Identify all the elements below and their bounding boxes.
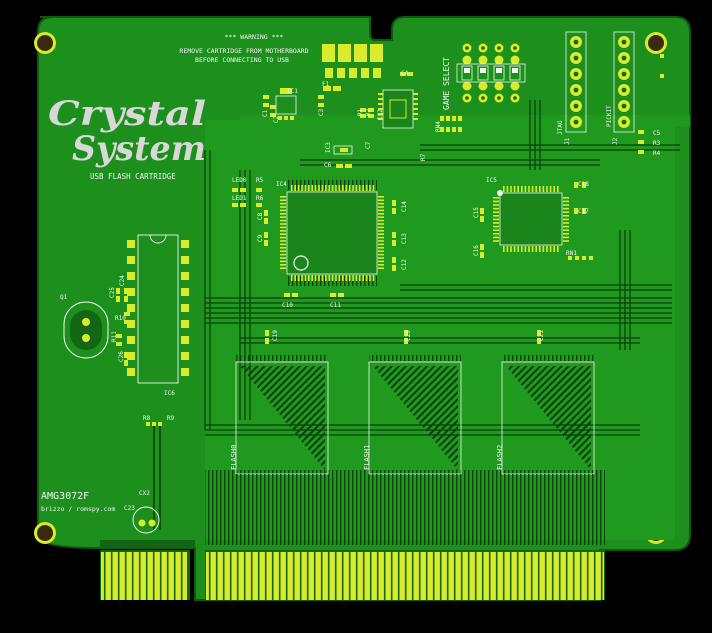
svg-text:R9: R9: [167, 415, 175, 422]
ic5-pins: [493, 186, 569, 252]
svg-text:C16: C16: [473, 245, 480, 256]
usb-connector: [322, 44, 383, 78]
svg-text:IC3: IC3: [325, 142, 332, 153]
svg-text:C21: C21: [538, 330, 545, 341]
connector-traces: [100, 470, 605, 548]
led1-label: LED1: [232, 195, 247, 202]
svg-text:C11: C11: [330, 302, 341, 309]
ic4-pins: [280, 185, 384, 281]
svg-text:J2: J2: [612, 137, 619, 145]
edge-connector: [100, 550, 605, 600]
svg-text:R5: R5: [256, 177, 264, 184]
crystal-system-logo: Crystal System USB FLASH CARTRIDGE: [48, 94, 206, 181]
svg-text:C26: C26: [118, 351, 125, 362]
ic4: IC4: [276, 180, 384, 286]
svg-text:R10: R10: [115, 315, 126, 322]
credit-label: brizzo / romspy.com: [41, 505, 115, 513]
r3-r4-c5: [638, 54, 664, 154]
flash2-chip: FLASH2: [496, 355, 595, 480]
warning-area: *** WARNING *** REMOVE CARTRIDGE FROM MO…: [179, 33, 308, 64]
svg-text:R11: R11: [111, 331, 118, 342]
svg-text:C17: C17: [578, 208, 589, 215]
logo-line-2: System: [72, 129, 206, 169]
flash2-label: FLASH2: [496, 445, 504, 470]
jtag-label: JTAG: [557, 120, 564, 135]
small-passives-top: [263, 72, 413, 118]
ic4-label: IC4: [276, 181, 287, 188]
svg-text:C4: C4: [401, 70, 409, 77]
svg-text:RN4: RN4: [435, 121, 442, 132]
ic5-label: IC5: [486, 177, 497, 184]
svg-text:C14: C14: [401, 201, 408, 212]
pickit-header: PICKIT J2: [606, 31, 635, 145]
svg-text:R6: R6: [256, 195, 264, 202]
crystal-q1: Q1: [60, 294, 109, 359]
svg-text:C15: C15: [473, 207, 480, 218]
svg-text:R1: R1: [357, 108, 364, 116]
svg-text:C18: C18: [578, 181, 589, 188]
svg-text:C24: C24: [119, 275, 126, 286]
warning-line-1: REMOVE CARTRIDGE FROM MOTHERBOARD: [179, 47, 308, 55]
svg-text:CX2: CX2: [139, 490, 150, 497]
svg-text:C6: C6: [324, 162, 332, 169]
svg-text:J1: J1: [564, 137, 571, 145]
svg-text:R3: R3: [653, 140, 661, 147]
svg-text:R2: R2: [365, 108, 372, 116]
flash1-label: FLASH1: [363, 445, 371, 470]
pickit-label: PICKIT: [606, 105, 613, 127]
rn4: [440, 116, 462, 132]
ic3: IC3 C7 R7: [325, 141, 427, 161]
flash0-chip: FLASH0: [230, 355, 329, 480]
svg-text:RN1: RN1: [566, 250, 577, 257]
svg-text:C8: C8: [257, 212, 264, 220]
svg-text:C7: C7: [365, 141, 372, 149]
svg-text:C3: C3: [318, 108, 325, 116]
svg-text:C5: C5: [653, 130, 661, 137]
svg-text:C10: C10: [282, 302, 293, 309]
svg-text:R4: R4: [653, 150, 661, 157]
warning-title: *** WARNING ***: [225, 33, 284, 41]
svg-text:C2: C2: [273, 115, 280, 123]
leds: [232, 188, 262, 207]
logo-line-1: Crystal: [48, 94, 206, 134]
svg-text:C25: C25: [109, 287, 116, 298]
ic5: IC5: [486, 177, 569, 252]
svg-text:F1: F1: [322, 81, 330, 88]
flash0-label: FLASH0: [230, 445, 238, 470]
game-select-switch: GAME SELECT: [442, 43, 526, 110]
ic1-label: IC1: [287, 88, 298, 95]
game-select-label: GAME SELECT: [442, 57, 451, 110]
warning-line-2: BEFORE CONNECTING TO USB: [195, 56, 289, 64]
led0-label: LED0: [232, 177, 247, 184]
svg-text:C9: C9: [257, 234, 264, 242]
flash1-chip: FLASH1: [363, 355, 462, 480]
svg-text:C1: C1: [262, 109, 269, 117]
model-label: AMG3072F: [41, 491, 89, 502]
c23-capacitor: C23 CX2: [124, 490, 160, 534]
svg-text:R8: R8: [143, 415, 151, 422]
svg-text:C12: C12: [401, 259, 408, 270]
svg-text:C19: C19: [272, 330, 279, 341]
svg-text:C20: C20: [405, 330, 412, 341]
svg-text:Q1: Q1: [60, 294, 68, 301]
ic2-label: IC2: [377, 109, 384, 120]
ic6-label: IC6: [164, 390, 175, 397]
ic6: IC6: [127, 234, 189, 397]
ic2: IC2: [377, 89, 418, 129]
svg-text:C23: C23: [124, 505, 135, 512]
jtag-header: JTAG J1: [557, 31, 587, 145]
svg-text:C13: C13: [401, 233, 408, 244]
logo-subtitle: USB FLASH CARTRIDGE: [90, 172, 176, 181]
svg-text:R7: R7: [420, 153, 427, 161]
